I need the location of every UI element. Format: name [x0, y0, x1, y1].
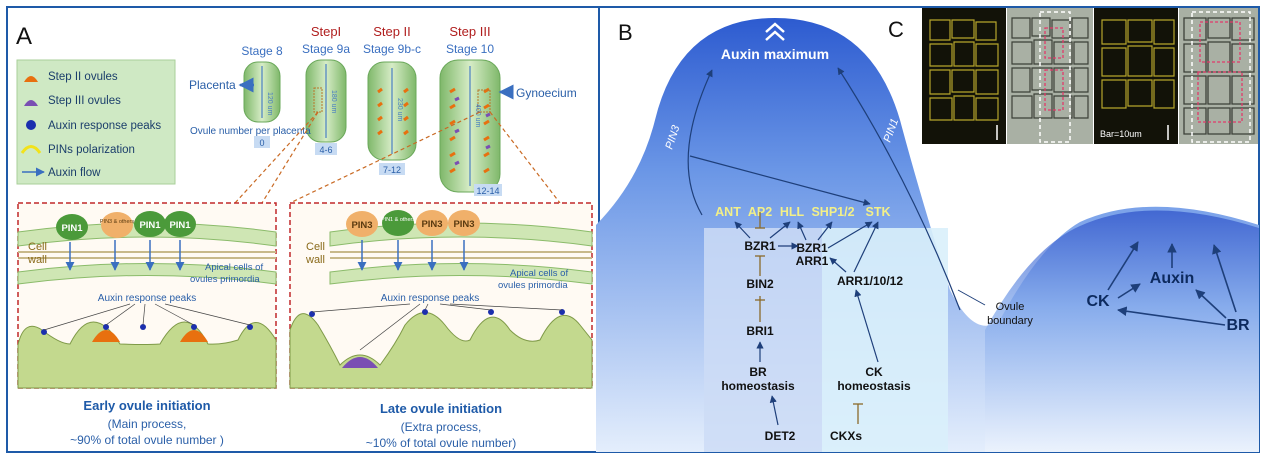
bzr1-arr1-label-2: ARR1 — [796, 254, 829, 268]
br-homeostasis-1: BR — [749, 365, 767, 379]
auxin-label: Auxin — [1150, 270, 1194, 287]
legend-step2: Step II ovules — [48, 71, 118, 83]
bri1-label: BRI1 — [746, 324, 774, 338]
late-pin-2: PIN1 & others — [381, 217, 415, 223]
early-pin-2: PIN3 & others — [100, 219, 134, 225]
micrograph-3: Bar=10um — [1094, 8, 1178, 144]
ovule-boundary-1: Ovule — [996, 301, 1025, 313]
stage10-label: Stage 10 — [446, 42, 494, 56]
chevron-up-icon — [765, 22, 785, 41]
bzr1-label: BZR1 — [744, 239, 776, 253]
late-pin-1: PIN3 — [351, 220, 372, 231]
step2-label: Step II — [373, 24, 411, 39]
svg-text:4-6: 4-6 — [319, 145, 332, 155]
micrograph-4 — [1179, 8, 1258, 144]
svg-text:0: 0 — [259, 138, 264, 148]
bzr1-arr1-label-1: BZR1 — [796, 241, 828, 255]
late-pin-4: PIN3 — [453, 219, 474, 230]
svg-text:230 um: 230 um — [396, 98, 403, 122]
legend-peaks: Auxin response peaks — [48, 120, 161, 132]
stage9bc-label: Stage 9b-c — [363, 42, 421, 56]
late-title: Late ovule initiation — [380, 401, 502, 416]
early-sub2: ~90% of total ovule number ) — [70, 433, 224, 447]
target-genes: ANT AP2 HLL SHP1/2 STK — [715, 205, 890, 219]
panel-c-label: C — [888, 17, 904, 42]
late-sub2: ~10% of total ovule number) — [366, 436, 516, 450]
scale-bar-label: Bar=10um — [1100, 129, 1142, 139]
gynoecium-label: Gynoecium — [516, 86, 577, 100]
early-pin-1: PIN1 — [61, 223, 83, 234]
early-apical-2: ovules primordia — [190, 274, 260, 285]
ovule-boundary-2: boundary — [987, 315, 1033, 327]
ckxs-label: CKXs — [830, 429, 862, 443]
svg-text:12-14: 12-14 — [476, 186, 499, 196]
ck-homeostasis-2: homeostasis — [837, 379, 911, 393]
gynoecium-stage9bc: 230 um — [367, 61, 417, 161]
late-pin-3: PIN3 — [421, 219, 442, 230]
early-pin-3: PIN1 — [139, 220, 161, 231]
legend: Step II ovules Step III ovules Auxin res… — [16, 59, 176, 185]
panel-b-label: B — [618, 20, 633, 45]
svg-text:ANT: ANT — [715, 205, 741, 219]
stage8-label: Stage 8 — [241, 44, 283, 58]
early-cell-wall-2: wall — [27, 254, 47, 266]
ovule-number-label: Ovule number per placenta — [190, 126, 311, 137]
early-initiation-box: PIN1 PIN3 & others PIN1 PIN1 Cell wall A… — [17, 202, 277, 389]
arr-label: ARR1/10/12 — [837, 274, 903, 288]
legend-pins: PINs polarization — [48, 144, 135, 156]
bin2-label: BIN2 — [746, 277, 774, 291]
br-label: BR — [1226, 317, 1250, 334]
micrograph-1 — [922, 8, 1006, 144]
svg-text:7-12: 7-12 — [383, 165, 401, 175]
br-homeostasis-2: homeostasis — [721, 379, 795, 393]
svg-text:STK: STK — [866, 205, 891, 219]
purple-ovule-icon — [24, 100, 38, 106]
yellow-arc-icon — [20, 145, 42, 154]
svg-text:SHP1/2: SHP1/2 — [811, 205, 854, 219]
svg-text:180 um: 180 um — [330, 90, 337, 114]
early-pin-4: PIN1 — [169, 220, 191, 231]
late-cell-wall-1: Cell — [306, 241, 325, 253]
early-title: Early ovule initiation — [83, 398, 210, 413]
ovule-counts: 0 4-6 7-12 12-14 — [254, 136, 502, 196]
late-peaks-label: Auxin response peaks — [381, 293, 479, 304]
svg-text:400 um: 400 um — [474, 104, 481, 128]
gynoecium-stage9a: 180 um — [305, 59, 347, 143]
micrograph-2 — [1007, 8, 1093, 144]
ck-label: CK — [1086, 293, 1110, 310]
blue-dot-icon — [26, 120, 36, 130]
early-cell-wall-1: Cell — [28, 241, 47, 253]
gynoecium-stage8: 120 um — [243, 61, 281, 123]
panel-a-label: A — [16, 23, 32, 50]
gynoecium-stage10: 400 um — [439, 59, 501, 193]
early-sub1: (Main process, — [108, 417, 187, 431]
placenta-label: Placenta — [189, 78, 236, 92]
auxin-maximum-label: Auxin maximum — [721, 46, 829, 62]
det2-label: DET2 — [765, 429, 796, 443]
svg-text:HLL: HLL — [780, 205, 805, 219]
ck-homeostasis-1: CK — [865, 365, 883, 379]
late-sub1: (Extra process, — [401, 420, 482, 434]
legend-step3: Step III ovules — [48, 95, 121, 107]
late-apical-1: Apical cells of — [510, 268, 568, 279]
stage9a-label: Stage 9a — [302, 42, 350, 56]
step1-label: StepI — [311, 24, 341, 39]
orange-ovule-icon — [24, 76, 38, 82]
legend-flow: Auxin flow — [48, 167, 101, 179]
late-initiation-box: PIN3 PIN1 & others PIN3 PIN3 Cell wall A… — [289, 202, 593, 389]
late-cell-wall-2: wall — [305, 254, 325, 266]
svg-text:120 um: 120 um — [266, 92, 273, 116]
step3-label: Step III — [449, 24, 490, 39]
early-apical-1: Apical cells of — [205, 262, 263, 273]
late-apical-2: ovules primordia — [498, 280, 568, 291]
early-peaks-label: Auxin response peaks — [98, 293, 196, 304]
